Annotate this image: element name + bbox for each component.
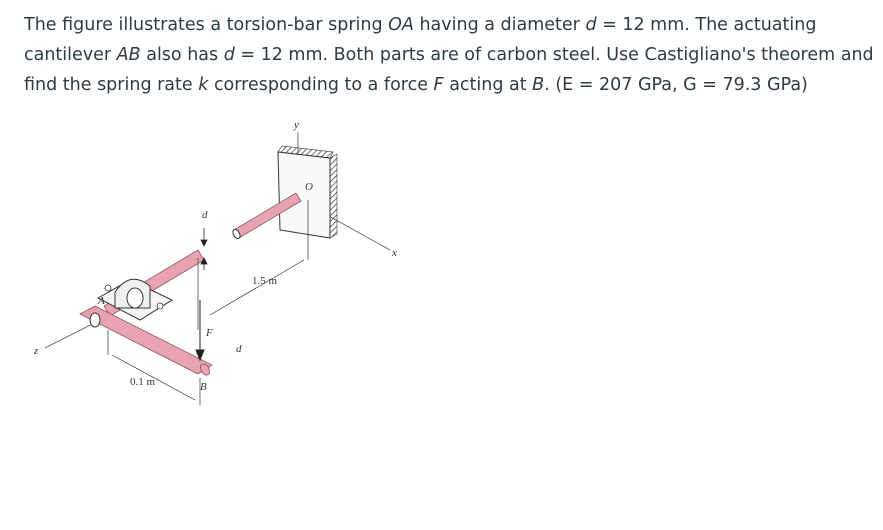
cantilever-ab — [79, 305, 213, 376]
bolt-2 — [156, 302, 164, 310]
symbol-d-1: d — [585, 15, 597, 35]
label-point-b: B — [200, 381, 207, 393]
problem-text-7: acting at — [443, 75, 533, 95]
torsion-bar-figure: y x z O A B F d d 1.5 m 0.1 m — [33, 119, 397, 405]
problem-text-4: also has — [140, 45, 224, 65]
problem-text-6: corresponding to a force — [208, 75, 434, 95]
symbol-d-2: d — [223, 45, 235, 65]
bearing-block — [96, 278, 174, 321]
dimension-arm-length — [107, 330, 201, 405]
label-axis-y: y — [293, 119, 299, 131]
bolt-1 — [104, 284, 112, 292]
label-point-a: A — [97, 295, 105, 307]
label-diameter-arm: d — [236, 343, 242, 355]
label-axis-z: z — [33, 345, 39, 357]
symbol-ab: AB — [116, 45, 141, 65]
label-length-bar: 1.5 m — [252, 275, 278, 287]
label-point-o: O — [305, 181, 313, 193]
label-diameter-top: d — [202, 209, 208, 221]
problem-text-1: The figure illustrates a torsion-bar spr… — [24, 15, 389, 35]
bearing-bore — [126, 287, 144, 309]
diameter-markers — [200, 228, 208, 270]
problem-text-2: having a diameter — [413, 15, 586, 35]
wall-support — [277, 145, 338, 239]
label-axis-x: x — [391, 247, 397, 259]
problem-text-8: . (E = 207 GPa, G = 79.3 GPa) — [544, 75, 808, 95]
problem-text-5: = 12 mm. Both parts are of carbon steel.… — [24, 45, 874, 95]
label-length-arm: 0.1 m — [130, 376, 156, 388]
dimension-bar-length — [197, 200, 309, 330]
pivot-a — [89, 312, 101, 328]
label-force-f: F — [205, 327, 213, 339]
symbol-f: F — [433, 75, 444, 95]
symbol-oa: OA — [388, 15, 414, 35]
symbol-k: k — [198, 75, 209, 95]
force-arrow — [195, 300, 205, 362]
problem-text-3: = 12 mm. The actuating cantilever — [24, 15, 817, 65]
symbol-b: B — [532, 75, 545, 95]
problem-statement: The figure illustrates a torsion-bar spr… — [24, 10, 874, 100]
